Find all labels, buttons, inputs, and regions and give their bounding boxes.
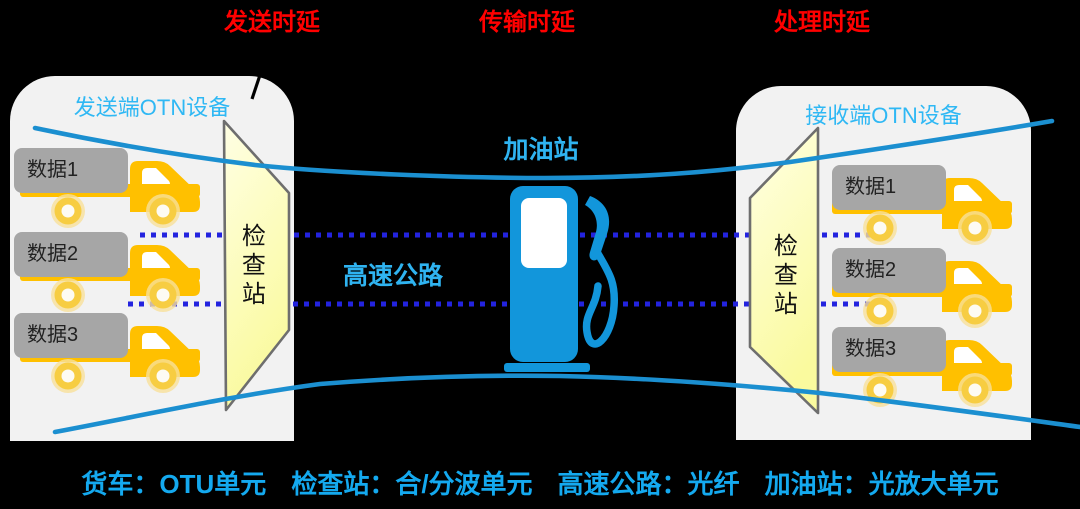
legend-item-checkpoint: 检查站：合/分波单元 [291, 469, 533, 499]
sender-truck-row-1: 数据1 [14, 148, 209, 232]
receiver-checkpoint-label: 检查站 [769, 233, 797, 320]
processing-delay-label: 处理时延 [774, 9, 870, 36]
truck-cargo-label: 数据1 [14, 148, 128, 193]
legend: 货车：OTU单元 检查站：合/分波单元 高速公路：光纤 加油站：光放大单元 [0, 464, 1080, 501]
sending-delay-label: 发送时延 [224, 9, 320, 36]
sender-truck-row-3: 数据3 [14, 313, 209, 397]
truck-cargo-label: 数据3 [832, 327, 946, 372]
truck-cargo-label: 数据2 [14, 232, 128, 277]
legend-item-truck: 货车：OTU单元 [81, 469, 267, 499]
receiver-truck-row-1: 数据1 [826, 165, 1021, 249]
truck-cargo-label: 数据3 [14, 313, 128, 358]
legend-item-highway: 高速公路：光纤 [557, 469, 740, 499]
legend-item-gas-station: 加油站：光放大单元 [764, 469, 999, 499]
receiver-truck-row-2: 数据2 [826, 248, 1021, 332]
sender-truck-row-2: 数据2 [14, 232, 209, 316]
gas-pump-icon [504, 186, 619, 372]
highway-label: 高速公路 [343, 262, 444, 290]
gas-station-label: 加油站 [503, 136, 579, 164]
receiver-truck-row-3: 数据3 [826, 327, 1021, 411]
truck-cargo-label: 数据2 [832, 248, 946, 293]
transmission-delay-label: 传输时延 [479, 9, 575, 36]
truck-cargo-label: 数据1 [832, 165, 946, 210]
sender-device-title: 发送端OTN设备 [73, 95, 231, 120]
sender-checkpoint-label: 检查站 [237, 223, 265, 310]
